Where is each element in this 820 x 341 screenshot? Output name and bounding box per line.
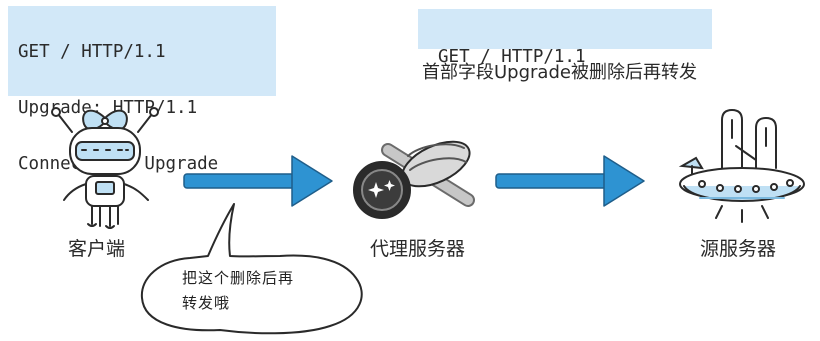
proxy-server-label: 代理服务器 — [370, 238, 466, 260]
upgrade-removed-note: 首部字段Upgrade被删除后再转发 — [422, 62, 697, 83]
request-line: GET / HTTP/1.1 — [18, 42, 166, 62]
origin-server-label: 源服务器 — [700, 238, 777, 260]
forwarded-request-line: GET / HTTP/1.1 — [438, 47, 586, 67]
client-robot-icon — [51, 107, 159, 229]
proxy-server-icon — [353, 140, 475, 219]
request-header-box: GET / HTTP/1.1 Upgrade: HTTP/1.1 Connect… — [8, 6, 276, 174]
speech-bubble — [140, 203, 363, 335]
arrow-proxy-to-origin — [495, 155, 645, 207]
forwarded-request-box: GET / HTTP/1.1 — [418, 9, 712, 67]
client-label: 客户端 — [68, 238, 126, 260]
origin-server-icon — [678, 108, 805, 223]
arrow-client-to-proxy — [183, 155, 333, 207]
speech-bubble-line-1: 把这个删除后再 — [182, 269, 295, 287]
speech-bubble-text: 把这个删除后再 转发哦 — [182, 266, 294, 316]
speech-bubble-line-2: 转发哦 — [182, 294, 231, 312]
